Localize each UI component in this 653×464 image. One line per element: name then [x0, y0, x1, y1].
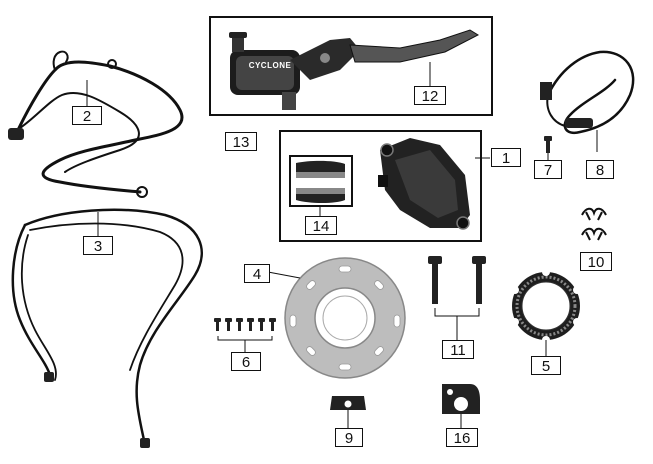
- callout-16: 16: [446, 428, 478, 447]
- bracket-sensor: [442, 384, 480, 414]
- abs-tone-ring: [511, 268, 581, 344]
- abs-sensor-cable: [540, 50, 635, 135]
- brake-disc: [284, 257, 406, 379]
- callout-8: 8: [586, 160, 614, 179]
- retaining-clips: [581, 207, 607, 241]
- sensor-bolt: [544, 136, 552, 153]
- callout-11: 11: [442, 340, 474, 359]
- callout-3: 3: [83, 236, 113, 255]
- brake-hose-rear: [11, 208, 203, 448]
- callout-12: 12: [414, 86, 446, 105]
- callout-5: 5: [531, 356, 561, 375]
- callout-1: 1: [491, 148, 521, 167]
- brake-caliper: [378, 138, 470, 230]
- frame-caliper-assembly: [279, 130, 482, 242]
- bracket-small: [330, 396, 366, 410]
- callout-2: 2: [72, 106, 102, 125]
- callout-7: 7: [534, 160, 562, 179]
- callout-9: 9: [335, 428, 363, 447]
- callout-6: 6: [231, 352, 261, 371]
- brake-pads: [296, 160, 345, 203]
- disc-screws: [214, 318, 276, 331]
- callout-14: 14: [305, 216, 337, 235]
- caliper-bolts: [428, 256, 486, 304]
- lever-logo-text: CYCLONE: [248, 61, 292, 70]
- master-cylinder-lever: [229, 29, 480, 110]
- frame-pads: [289, 155, 353, 207]
- brake-hose-front: [8, 50, 184, 198]
- callout-4: 4: [244, 264, 270, 283]
- callout-10: 10: [580, 252, 612, 271]
- callout-13: 13: [225, 132, 257, 151]
- frame-lever-assembly: [209, 16, 493, 116]
